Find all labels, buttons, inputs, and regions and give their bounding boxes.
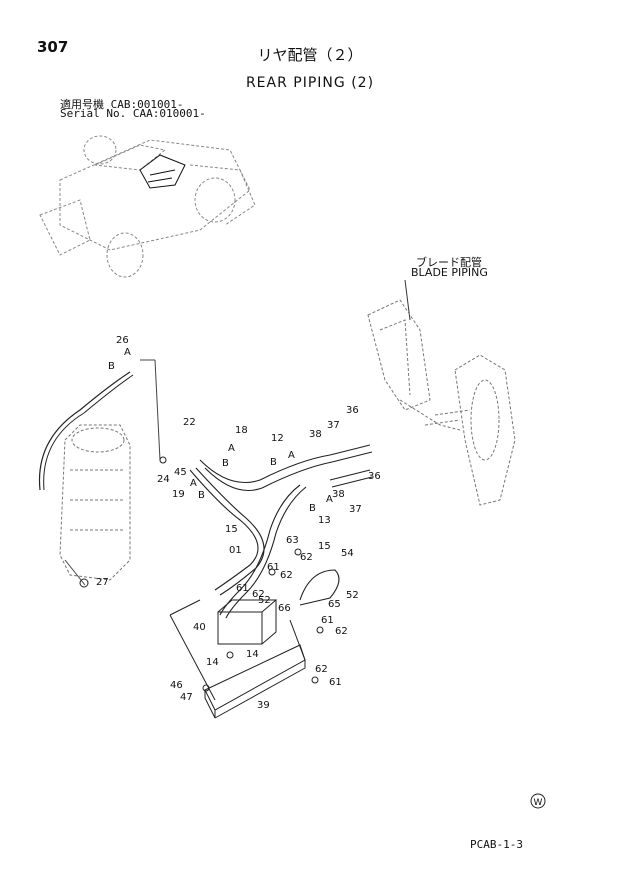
callout-c38a: 38: [309, 429, 322, 440]
callout-c27: 27: [96, 577, 109, 588]
callout-c63: 63: [286, 535, 299, 546]
w-mark: W: [534, 798, 543, 808]
callout-c47: 47: [180, 692, 193, 703]
callout-c46: 46: [170, 680, 183, 691]
callout-c66: 66: [278, 603, 291, 614]
guide-line-26: [154, 359, 161, 461]
hose-54: [299, 569, 340, 606]
callout-c62e: 62: [315, 664, 328, 675]
callout-c65: 65: [328, 599, 341, 610]
callout-c54: 54: [341, 548, 354, 559]
valve-block-40: [217, 599, 278, 645]
serial-japanese: 適用号機 CAB:001001-: [60, 98, 184, 111]
callout-b13: B: [309, 503, 316, 514]
callout-c14b: 14: [246, 649, 259, 660]
callout-c13: 13: [318, 515, 331, 526]
callout-c12: 12: [271, 433, 284, 444]
callout-c01: 01: [229, 545, 242, 556]
callout-c62d: 62: [335, 626, 348, 637]
callout-c14a: 14: [206, 657, 219, 668]
callout-c61a: 61: [267, 562, 280, 573]
callout-c61d: 61: [329, 677, 342, 688]
callout-b18: B: [222, 458, 229, 469]
swing-motor-illustration: [59, 424, 131, 581]
w-mark-circle: [530, 793, 546, 809]
callout-a26: A: [124, 347, 131, 358]
callout-b12: B: [270, 457, 277, 468]
page-title-japanese: リヤ配管（２）: [257, 46, 363, 64]
callout-a19: A: [190, 478, 197, 489]
hose-26-outline: [43, 374, 134, 491]
blade-cylinder-illustration: [367, 299, 516, 506]
callout-c15b: 15: [318, 541, 331, 552]
callout-a18: A: [228, 443, 235, 454]
machine-overview-illustration: [39, 135, 256, 278]
callout-c45: 45: [174, 467, 187, 478]
callout-a13: A: [326, 494, 333, 505]
callout-c61c: 61: [321, 615, 334, 626]
callout-b26: B: [108, 361, 115, 372]
callout-c62a: 62: [300, 552, 313, 563]
hose-26: [38, 371, 131, 491]
callout-c62c: 62: [252, 589, 265, 600]
callout-c37b: 37: [349, 504, 362, 515]
main-hoses: [189, 444, 373, 619]
callout-c18: 18: [235, 425, 248, 436]
callout-b19: B: [198, 490, 205, 501]
highlight-area: [139, 154, 186, 189]
callout-c22: 22: [183, 417, 196, 428]
serial-english: Serial No. CAA:010001-: [60, 107, 206, 120]
callout-c62b: 62: [280, 570, 293, 581]
callout-c19: 19: [172, 489, 185, 500]
callout-c39: 39: [257, 700, 270, 711]
blade-piping-label-jp: ブレード配管: [416, 256, 482, 269]
callout-a12: A: [288, 450, 295, 461]
page-number: 307: [37, 38, 69, 56]
callout-c24: 24: [157, 474, 170, 485]
bolts: [79, 456, 324, 692]
callout-c36b: 36: [368, 471, 381, 482]
callout-c61b: 61: [236, 583, 249, 594]
callout-c38b: 38: [332, 489, 345, 500]
callout-c52b: 52: [258, 595, 271, 606]
callout-c36a: 36: [346, 405, 359, 416]
callout-c52a: 52: [346, 590, 359, 601]
callout-c26: 26: [116, 335, 129, 346]
drawing-code: PCAB-1-3: [470, 838, 523, 851]
callout-c40: 40: [193, 622, 206, 633]
page-title-english: REAR PIPING (2): [245, 75, 375, 91]
callout-c15a: 15: [225, 524, 238, 535]
blade-piping-label-en: BLADE PIPING: [411, 266, 488, 279]
callout-c37a: 37: [327, 420, 340, 431]
